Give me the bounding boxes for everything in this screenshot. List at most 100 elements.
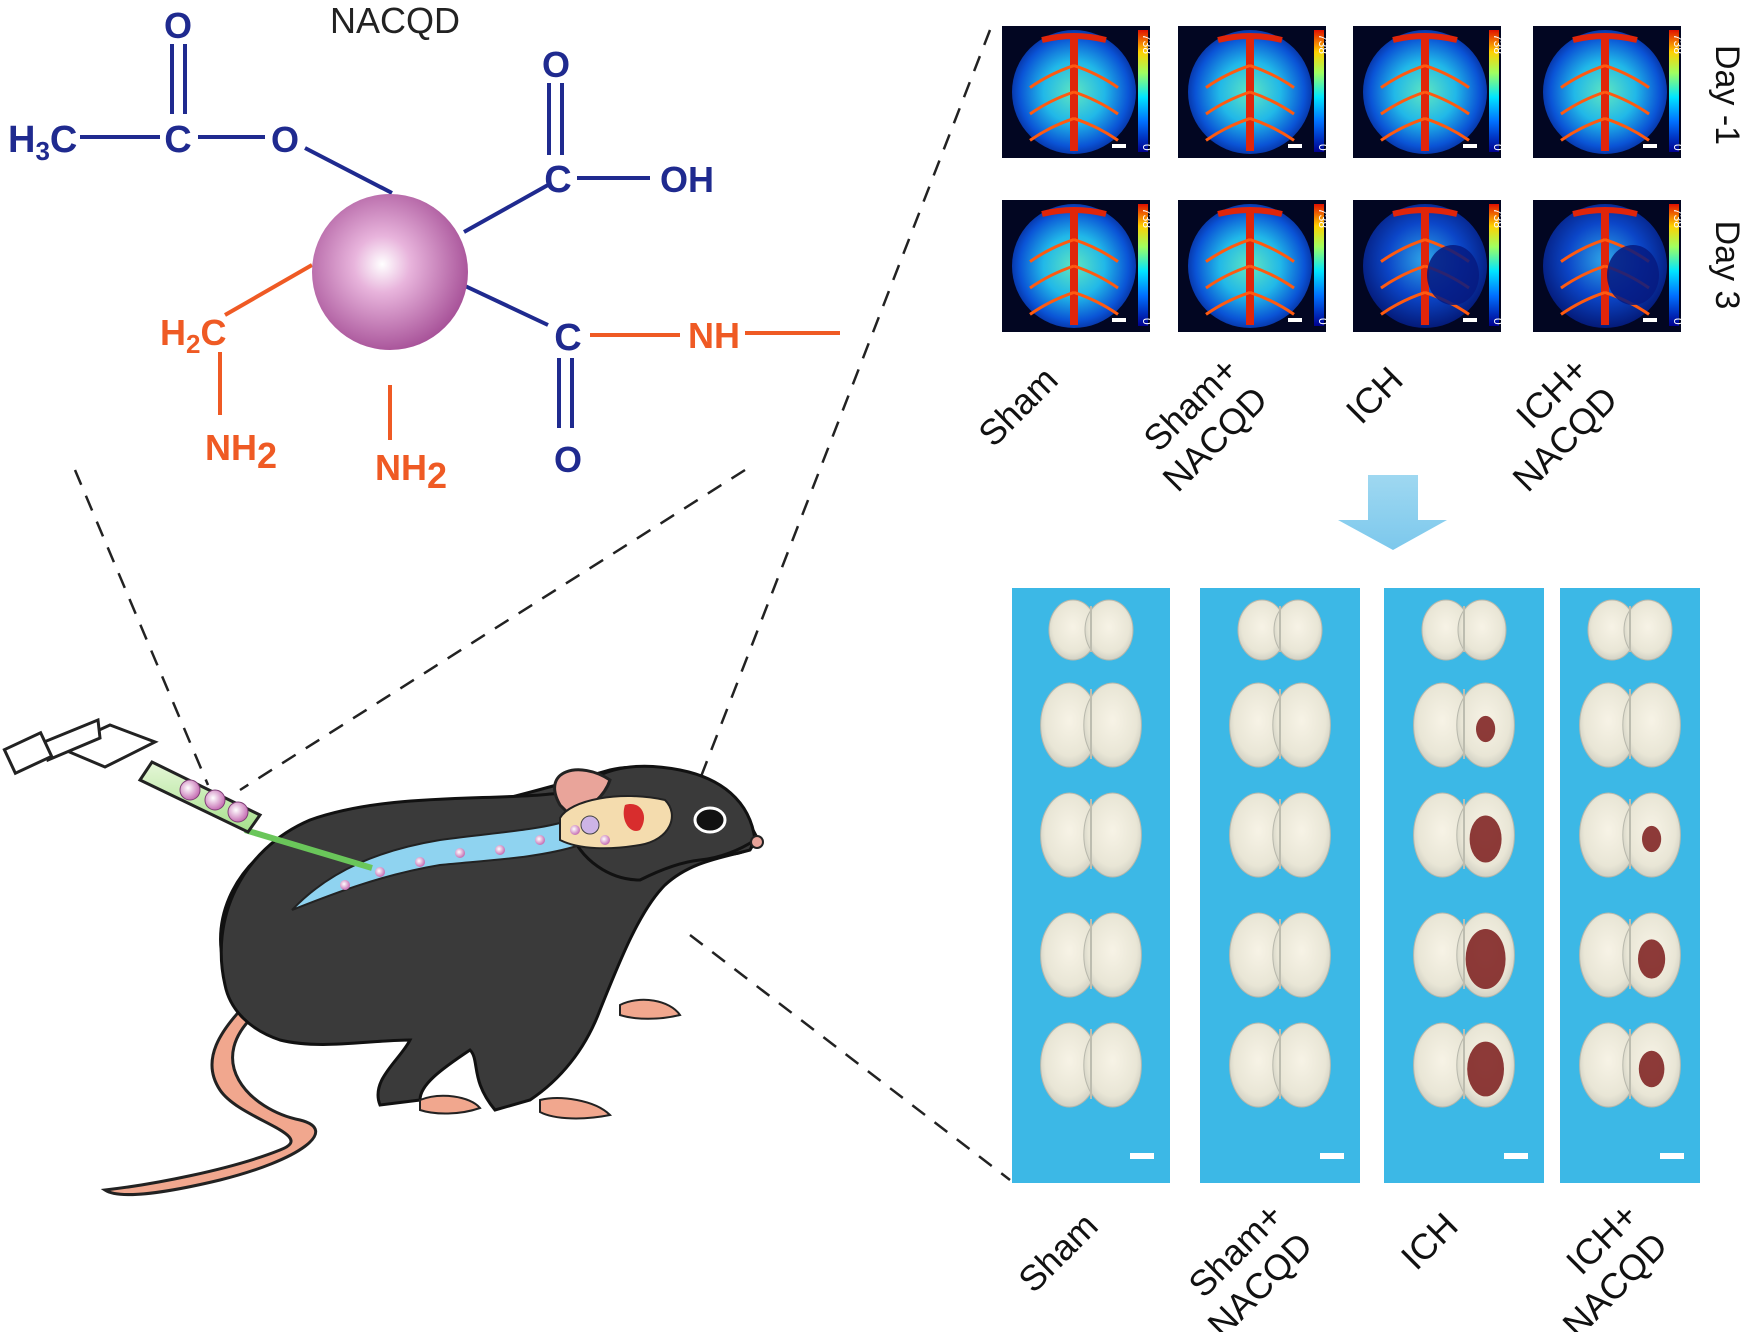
perfusion-group-labels: Sham Sham+NACQD ICH ICH+NACQD bbox=[970, 349, 1625, 500]
brain-slice bbox=[1229, 792, 1331, 878]
dash-slices bbox=[689, 934, 1011, 1181]
colorbar-max-label: 738 bbox=[1140, 34, 1154, 54]
down-arrow bbox=[1338, 475, 1447, 550]
atom-nh: NH bbox=[688, 315, 740, 356]
scale-bar bbox=[1463, 318, 1477, 322]
slice-strip-1 bbox=[1012, 588, 1170, 1183]
scale-bar bbox=[1643, 144, 1657, 148]
scale-bar bbox=[1130, 1153, 1154, 1159]
slice-group-label: Sham bbox=[1010, 1205, 1105, 1300]
slice-strip-2 bbox=[1200, 588, 1360, 1183]
day-label-pre: Day -1 bbox=[1708, 45, 1746, 145]
slice-group-label: Sham+NACQD bbox=[1170, 1195, 1321, 1332]
hemorrhage-lesion bbox=[1476, 715, 1496, 743]
mouse-front-foot bbox=[619, 998, 682, 1020]
atom-o-ester: O bbox=[271, 119, 299, 160]
brain-slice bbox=[1040, 912, 1142, 998]
colorbar-min-label: 0 bbox=[1316, 318, 1330, 325]
brain-slice bbox=[1229, 912, 1331, 998]
dash-molecule-right bbox=[239, 468, 746, 792]
scale-bar bbox=[1112, 318, 1126, 322]
brain-slice-panel bbox=[1012, 588, 1700, 1183]
bond-sphere-cacid bbox=[463, 183, 549, 234]
slice-group-label: ICH+NACQD bbox=[1525, 1195, 1676, 1332]
day-label-post: Day 3 bbox=[1708, 221, 1746, 310]
hemorrhage-lesion bbox=[1638, 939, 1666, 979]
hemorrhage-lesion bbox=[1642, 825, 1662, 853]
scale-bar bbox=[1504, 1153, 1528, 1159]
atom-oh: OH bbox=[660, 159, 714, 200]
syringe-particle bbox=[204, 789, 226, 811]
mouse-hind-foot-2 bbox=[419, 1094, 482, 1115]
brain-slice bbox=[1229, 1022, 1331, 1108]
mouse-brain bbox=[559, 795, 673, 850]
dash-perfusion bbox=[688, 29, 992, 806]
perfusion-image-pre-1: 738 0 bbox=[1002, 26, 1154, 158]
scale-bar bbox=[1643, 318, 1657, 322]
atom-o-amide: O bbox=[554, 439, 582, 480]
slice-group-label: ICH bbox=[1393, 1205, 1466, 1278]
brain-slice bbox=[1587, 599, 1673, 661]
scale-bar bbox=[1112, 144, 1126, 148]
scale-bar bbox=[1288, 318, 1302, 322]
atom-o-ester-top: O bbox=[164, 5, 192, 46]
brain-slice bbox=[1237, 599, 1323, 661]
scale-bar bbox=[1660, 1153, 1684, 1159]
colorbar-max-label: 738 bbox=[1140, 208, 1154, 228]
mouse-illustration bbox=[2, 717, 764, 1196]
atom-c-acid: C bbox=[544, 159, 571, 201]
scale-bar bbox=[1320, 1153, 1344, 1159]
atom-o-acid-top: O bbox=[542, 44, 570, 85]
slice-group-labels: Sham Sham+NACQD ICH ICH+NACQD bbox=[1010, 1195, 1675, 1332]
mouse-eye bbox=[693, 806, 727, 834]
brain-slice bbox=[1579, 912, 1681, 998]
brain-slice bbox=[1579, 792, 1681, 878]
brain-slice bbox=[1040, 1022, 1142, 1108]
colorbar-min-label: 0 bbox=[1316, 144, 1330, 151]
perfusion-group-label: ICH bbox=[1338, 359, 1411, 432]
brain-slice bbox=[1413, 792, 1515, 878]
colorbar-max-label: 738 bbox=[1316, 34, 1330, 54]
brain-slice bbox=[1040, 792, 1142, 878]
brain-slice bbox=[1421, 599, 1507, 661]
atom-nh2-left: NH2 bbox=[205, 427, 277, 476]
colorbar-max-label: 738 bbox=[1316, 208, 1330, 228]
colorbar-min-label: 0 bbox=[1140, 318, 1154, 325]
perfusion-group-label: Sham bbox=[970, 359, 1065, 454]
atom-nh2-mid: NH2 bbox=[375, 447, 447, 496]
brain-slice bbox=[1579, 682, 1681, 768]
canal-nanoparticles bbox=[340, 825, 610, 890]
colorbar-min-label: 0 bbox=[1140, 144, 1154, 151]
colorbar-max-label: 738 bbox=[1671, 34, 1685, 54]
brain-slice bbox=[1040, 682, 1142, 768]
brain-slice bbox=[1048, 599, 1134, 661]
dash-molecule-left bbox=[73, 469, 210, 786]
perfusion-image-post-1: 738 0 bbox=[1002, 200, 1154, 332]
bond-sphere-h2c bbox=[224, 263, 313, 317]
colorbar-min-label: 0 bbox=[1491, 144, 1505, 151]
colorbar-min-label: 0 bbox=[1671, 318, 1685, 325]
perfusion-group-label: Sham+NACQD bbox=[1125, 349, 1276, 500]
brain-slice bbox=[1413, 682, 1515, 768]
syringe-thumb-rest bbox=[2, 730, 54, 776]
mouse-tail bbox=[100, 997, 318, 1196]
slice-strip-4 bbox=[1560, 588, 1700, 1183]
hemorrhage-lesion bbox=[1638, 1050, 1665, 1088]
colorbar-max-label: 738 bbox=[1491, 208, 1505, 228]
perfusion-group-label: ICH+NACQD bbox=[1475, 349, 1626, 500]
scale-bar bbox=[1288, 144, 1302, 148]
brain-slice bbox=[1229, 682, 1331, 768]
atom-c-ester: C bbox=[164, 119, 191, 161]
bond-sphere-camide bbox=[462, 283, 549, 327]
atom-h3c: H3C bbox=[8, 119, 77, 166]
brain-structure bbox=[580, 815, 600, 835]
dashed-connectors bbox=[73, 29, 1011, 1181]
molecule-title: NACQD bbox=[330, 0, 460, 41]
hemorrhage-lesion bbox=[1467, 1041, 1504, 1097]
mouse-nose bbox=[750, 835, 764, 849]
hemorrhage-lesion bbox=[1465, 929, 1506, 989]
